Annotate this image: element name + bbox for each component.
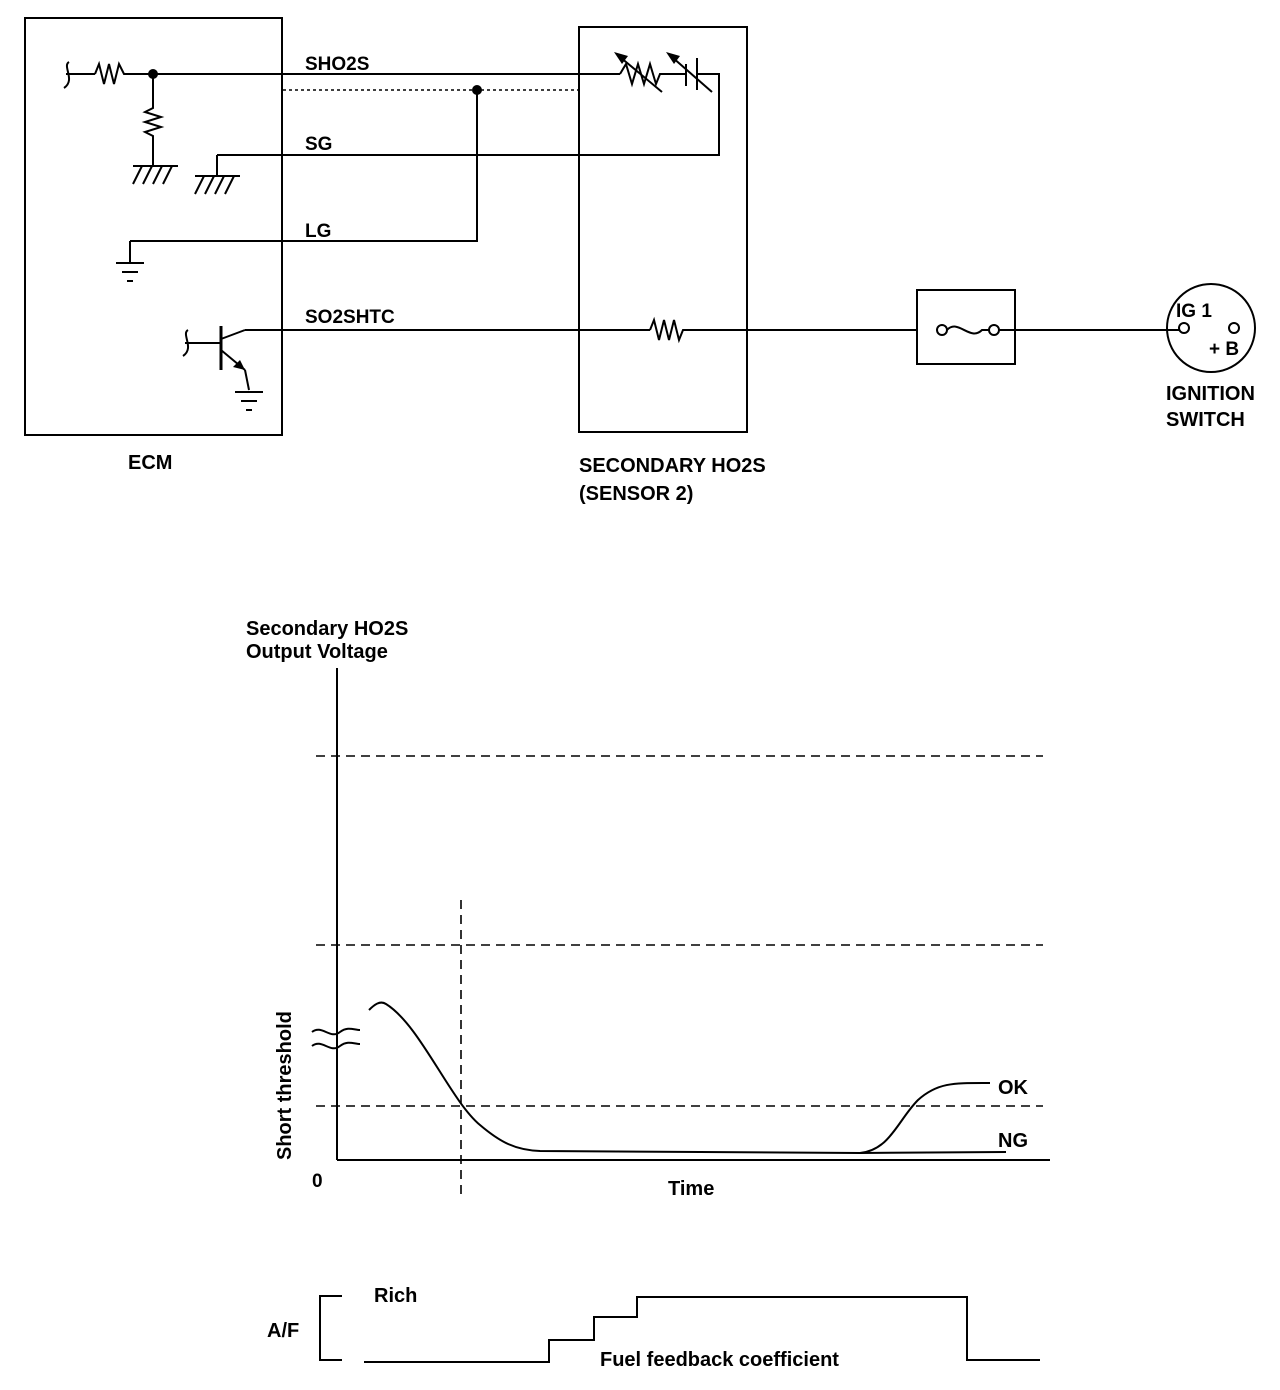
fuse-terminal-right xyxy=(988,324,1000,336)
sensor-variable-resistor xyxy=(619,60,686,88)
ecm-lg-ground xyxy=(116,241,144,282)
ecm-chassis-ground-2 xyxy=(194,175,240,195)
af-axis-label: A/F xyxy=(267,1320,299,1342)
ignition-b-terminal xyxy=(1228,322,1240,334)
ignition-b-label: + B xyxy=(1209,339,1239,360)
ecm-label: ECM xyxy=(128,452,172,474)
sensor-cell xyxy=(685,58,705,90)
af-feedback-trace xyxy=(364,1296,1040,1363)
sensor-box xyxy=(578,26,748,433)
chart-origin-label: 0 xyxy=(312,1171,323,1192)
fuse-terminal-left xyxy=(936,324,948,336)
wire-label-sg: SG xyxy=(305,134,332,155)
sensor-resistor-arrowhead xyxy=(614,52,628,64)
wire-label-so2shtc: SO2SHTC xyxy=(305,307,395,328)
ecm-emitter-arrow xyxy=(233,360,245,370)
ignition-label-line1: IGNITION xyxy=(1166,383,1255,405)
circuit-diagram: ECM SECONDARY HO2S (SENSOR 2) SHO2S SG xyxy=(24,17,1256,505)
wire-lg xyxy=(130,90,478,242)
short-threshold-label: Short threshold xyxy=(274,1011,296,1160)
ecm-transistor-squiggle xyxy=(182,329,221,357)
series-ok-label: OK xyxy=(998,1077,1029,1099)
chart-ylabel-line1: Secondary HO2S xyxy=(246,618,408,640)
sensor-label-line2: (SENSOR 2) xyxy=(579,483,693,505)
voltage-chart: Secondary HO2S Output Voltage Short thre… xyxy=(246,618,1050,1200)
series-ok-line xyxy=(859,1081,991,1154)
ecm-sho2s-resistor xyxy=(94,60,153,85)
series-common-decline xyxy=(368,1001,861,1154)
ecm-pulldown-resistor xyxy=(141,74,165,166)
series-ng-line xyxy=(859,1151,1007,1154)
ecm-transistor-collector xyxy=(220,329,246,340)
ecm-chassis-ground-1 xyxy=(132,165,178,185)
ignition-label-line2: SWITCH xyxy=(1166,409,1245,431)
ecm-box xyxy=(24,17,283,436)
af-chart: A/F Rich Fuel feedback coefficient xyxy=(267,1285,1040,1371)
ecm-sho2s-signal-squiggle xyxy=(63,61,95,89)
wire-label-lg: LG xyxy=(305,221,331,242)
af-trace-label: Fuel feedback coefficient xyxy=(600,1349,839,1371)
fuse-box xyxy=(916,289,1016,365)
series-ng-label: NG xyxy=(998,1130,1028,1152)
fuse-element xyxy=(946,325,989,335)
ignition-ig1-label: IG 1 xyxy=(1176,301,1212,322)
ignition-switch-body xyxy=(1166,283,1256,373)
af-rich-label: Rich xyxy=(374,1285,417,1307)
chart-xlabel: Time xyxy=(668,1178,714,1200)
sensor-cell-arrow xyxy=(671,56,713,93)
af-bracket xyxy=(319,1295,342,1361)
sensor-resistor-arrow xyxy=(619,56,663,93)
ignition-ig1-terminal xyxy=(1178,322,1190,334)
sensor-heater-resistor xyxy=(649,316,917,344)
sensor-label-line1: SECONDARY HO2S xyxy=(579,455,766,477)
sensor-cell-arrowhead xyxy=(666,52,680,64)
wire-sg xyxy=(217,73,720,156)
ecm-transistor-ground xyxy=(235,369,263,411)
axis-break xyxy=(311,1027,361,1050)
chart-ylabel-line2: Output Voltage xyxy=(246,641,388,663)
wire-label-sho2s: SHO2S xyxy=(305,54,369,75)
